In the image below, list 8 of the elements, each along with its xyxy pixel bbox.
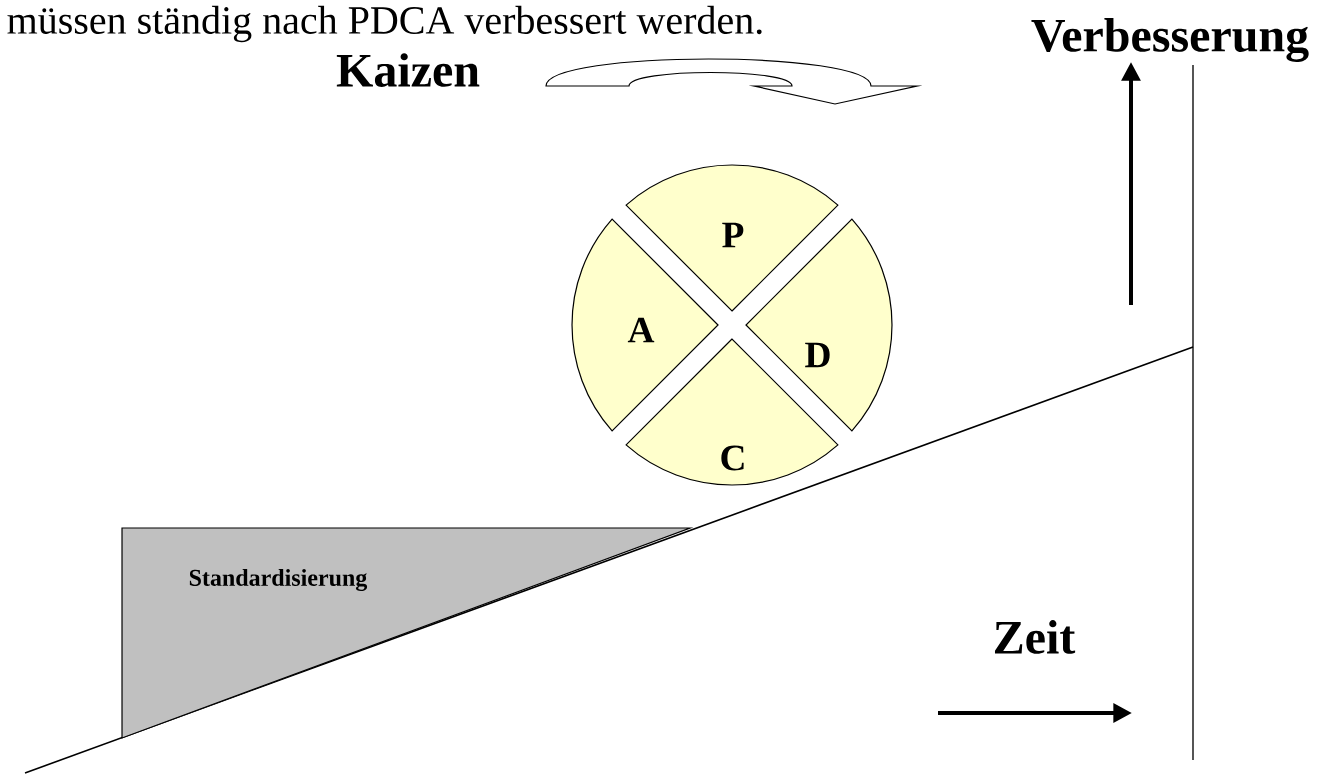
axis-label: Zeit (995, 620, 1076, 654)
shaded-wedge: Standardisierung (121, 527, 694, 739)
pie-sector: D (745, 218, 893, 432)
sentence: müssen ständig nach PDCA verbessert werden. (7, 5, 762, 43)
pie-sector: P (625, 164, 839, 312)
axis-label: Verbesserung (1031, 18, 1309, 62)
heading: Kaizen (336, 53, 480, 87)
pie-sector: A (571, 218, 719, 432)
